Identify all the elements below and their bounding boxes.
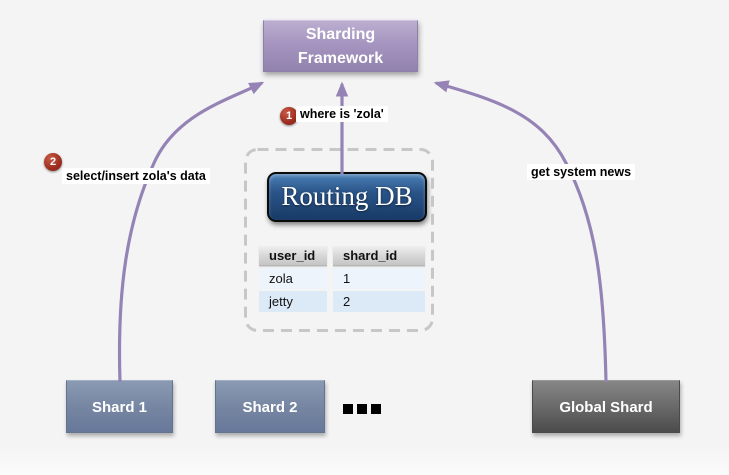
annotation-where-is-zola: where is 'zola': [296, 106, 388, 122]
shard-1-node: Shard 1: [66, 380, 173, 433]
routing-table: user_id shard_id zola 1 jetty 2: [259, 246, 425, 312]
routing-table-cell: 2: [333, 291, 425, 312]
routing-table-cell: jetty: [259, 291, 327, 312]
sharding-framework-label-line2: Framework: [297, 50, 384, 67]
sharding-framework-node: Sharding Framework: [263, 20, 418, 72]
shard-1-label: Shard 1: [91, 399, 148, 416]
shard-2-label: Shard 2: [242, 399, 298, 416]
ellipsis-dot: [371, 404, 381, 414]
step-2-badge: 2: [44, 153, 62, 171]
annotation-get-system-news: get system news: [527, 164, 636, 180]
global-shard-node: Global Shard: [532, 380, 680, 433]
sharding-framework-label-line1: Sharding: [305, 26, 376, 43]
routing-table-header-user-id: user_id: [259, 246, 327, 266]
arrow-globalshard-to-framework: [433, 80, 608, 383]
arrow-shard1-to-framework: [117, 81, 265, 383]
routing-table-cell: zola: [259, 268, 327, 289]
ellipsis-dot: [357, 404, 367, 414]
global-shard-label: Global Shard: [559, 399, 653, 416]
annotation-select-insert-zolas-data: select/insert zola's data: [62, 168, 210, 184]
routing-table-cell: 1: [333, 268, 425, 289]
shard-2-node: Shard 2: [215, 380, 325, 433]
more-shards-ellipsis: [343, 404, 381, 414]
step-1-badge: 1: [280, 107, 298, 125]
routing-db-label: Routing DB: [281, 181, 413, 211]
ellipsis-dot: [343, 404, 353, 414]
routing-table-header-shard-id: shard_id: [333, 246, 425, 266]
routing-db-node: Routing DB: [267, 172, 427, 222]
